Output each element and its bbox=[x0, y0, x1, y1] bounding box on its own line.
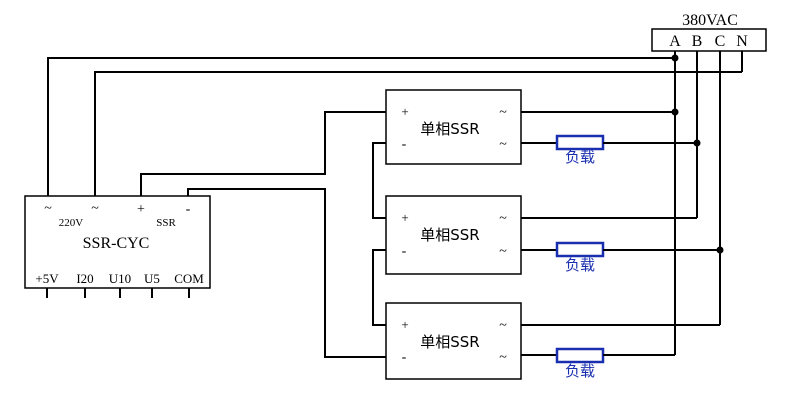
supply-voltage-label: 380VAC bbox=[682, 12, 738, 29]
ssr-1-plus: + bbox=[401, 104, 408, 119]
supply-terminal-box bbox=[651, 28, 767, 52]
load-1-label: 负载 bbox=[565, 148, 595, 166]
ssr-2-ac-bottom: ~ bbox=[499, 244, 507, 259]
load-3-resistor bbox=[555, 347, 605, 364]
ssr-unit-3: + - ~ ~ 单相SSR 负载 bbox=[385, 302, 720, 380]
terminal-c-label: C bbox=[715, 33, 726, 50]
terminal-n-label: N bbox=[736, 33, 748, 50]
controller-block: ~ ~ + - 220V SSR SSR-CYC +5V I20 U10 U5 … bbox=[24, 195, 211, 298]
terminal-5v-label: +5V bbox=[35, 271, 59, 286]
series-link-1 bbox=[372, 142, 386, 219]
junction-b-load1 bbox=[693, 139, 701, 147]
control-minus-wire bbox=[187, 188, 386, 358]
terminal-b-label: B bbox=[692, 33, 703, 50]
controller-220v-label: 220V bbox=[59, 217, 84, 229]
junction-a-top bbox=[671, 54, 679, 62]
controller-bottom-pins bbox=[46, 288, 190, 298]
controller-minus-symbol: - bbox=[186, 202, 191, 217]
controller-ac1-symbol: ~ bbox=[44, 201, 52, 216]
ssr-3-ac-top: ~ bbox=[499, 318, 507, 333]
terminal-a-label: A bbox=[669, 33, 681, 50]
controller-feed-a bbox=[47, 57, 675, 196]
ssr-2-label: 单相SSR bbox=[420, 226, 479, 244]
ssr-1-minus: - bbox=[402, 137, 407, 152]
ssr-unit-2: + - ~ ~ 单相SSR 负载 bbox=[385, 195, 720, 275]
controller-feed-n bbox=[94, 71, 742, 196]
terminal-u10-label: U10 bbox=[109, 271, 131, 286]
supply-block: 380VAC A B C N bbox=[651, 12, 767, 52]
terminal-com-label: COM bbox=[174, 271, 204, 286]
load-3-label: 负载 bbox=[565, 362, 595, 380]
control-wires bbox=[140, 111, 386, 358]
ssr-1-ac-bottom: ~ bbox=[499, 137, 507, 152]
controller-plus-symbol: + bbox=[137, 202, 145, 217]
load-2-resistor bbox=[555, 241, 605, 258]
ssr-1-ac-top: ~ bbox=[499, 105, 507, 120]
control-plus-wire bbox=[140, 111, 386, 196]
terminal-u5-label: U5 bbox=[144, 271, 160, 286]
ssr-unit-1: + - ~ ~ 单相SSR 负载 bbox=[385, 89, 697, 166]
controller-ac2-symbol: ~ bbox=[91, 201, 99, 216]
supply-wires bbox=[47, 51, 743, 355]
series-link-2 bbox=[372, 249, 386, 326]
junction-c-load2 bbox=[716, 246, 724, 254]
junction-dots bbox=[671, 54, 724, 254]
ssr-3-label: 单相SSR bbox=[420, 333, 479, 351]
ssr-3-minus: - bbox=[402, 350, 407, 365]
controller-ssr-label: SSR bbox=[156, 217, 176, 229]
ssr-2-box bbox=[385, 195, 522, 275]
ssr-3-plus: + bbox=[401, 317, 408, 332]
junction-a-ssr1 bbox=[671, 108, 679, 116]
controller-box bbox=[24, 195, 211, 289]
load-2-label: 负载 bbox=[565, 256, 595, 274]
ssr-1-label: 单相SSR bbox=[420, 120, 479, 138]
ssr-1-box bbox=[385, 89, 522, 165]
ssr-2-ac-top: ~ bbox=[499, 211, 507, 226]
controller-name: SSR-CYC bbox=[83, 235, 150, 252]
ssr-3-box bbox=[385, 302, 522, 380]
ssr-2-plus: + bbox=[401, 210, 408, 225]
terminal-i20-label: I20 bbox=[76, 271, 93, 286]
ssr-2-minus: - bbox=[402, 244, 407, 259]
ssr-3-ac-bottom: ~ bbox=[499, 350, 507, 365]
